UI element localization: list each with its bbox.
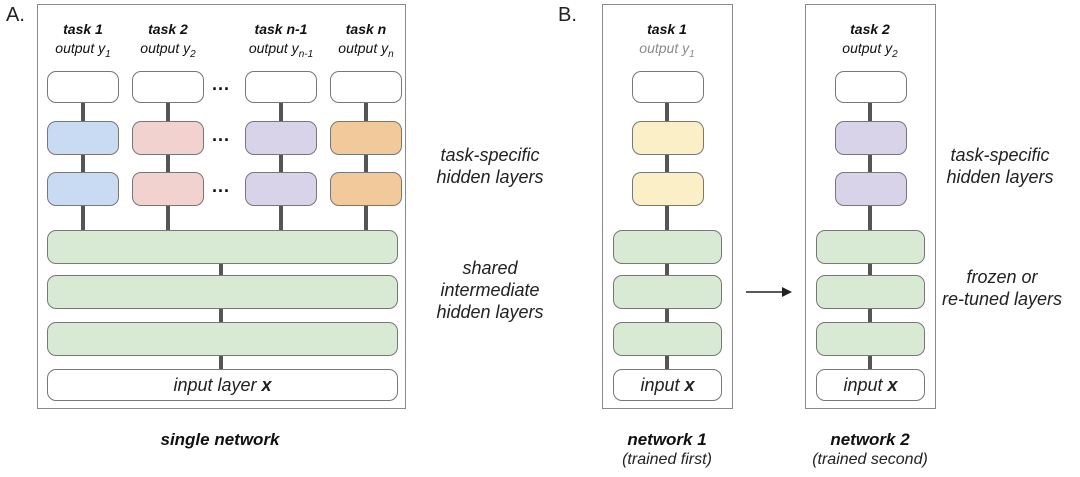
task-2-output: output y2 [140,40,196,60]
network-2-output: output y2 [842,40,898,60]
network-2-shared-layer [816,322,925,356]
task-1-hidden-layer [47,121,119,155]
task-1-hidden-layer [47,172,119,206]
shared-hidden-layer [47,322,398,356]
task-1-output-layer [47,71,119,103]
network-1-shared-layer [613,322,722,356]
network-1-frame: task 1 output y1 input x [602,4,733,409]
network-2-frame: task 2 output y2 input x [805,4,936,409]
network-2-caption: network 2 [830,430,910,449]
panel-b-letter: B. [558,4,577,26]
task-1-output: output y1 [55,40,111,60]
network-1-task-hidden-layer [632,121,704,155]
input-layer: input layer x [47,369,398,401]
task-n-hidden-layer [330,121,402,155]
network-2-task-hidden-layer [835,121,907,155]
ellipsis: ... [212,125,231,145]
network-2-shared-layer [816,275,925,309]
task-2-hidden-layer [132,172,204,206]
panel-a-frame: task 1 task 2 task n-1 task n output y1 … [37,4,406,409]
ellipsis: ... [212,74,231,94]
task-n-1-label: task n-1 [254,21,308,37]
task-n-1-hidden-layer [245,121,317,155]
connector-shared [219,257,223,375]
task-2-label: task 2 [148,21,188,37]
network-2-subcaption: (trained second) [812,451,928,468]
network-1-output: output y1 [639,40,695,60]
network-2-task-hidden-layer [835,172,907,206]
network-1-task-label: task 1 [647,21,687,37]
network-2-input-layer: input x [816,369,925,401]
network-2-shared-layer [816,230,925,264]
network-1-input-layer: input x [613,369,722,401]
network-2-task-label: task 2 [850,21,890,37]
network-1-output-layer [632,71,704,103]
transfer-arrow [746,287,792,297]
task-n-output: output yn [338,40,394,60]
network-2-output-layer [835,71,907,103]
network-1-caption: network 1 [627,430,707,449]
ellipsis: ... [212,176,231,196]
task-n-1-hidden-layer [245,172,317,206]
network-1-shared-layer [613,230,722,264]
network-1-shared-layer [613,275,722,309]
shared-hidden-layer [47,230,398,264]
network-1-subcaption: (trained first) [622,451,712,468]
task-n-1-output: output yn-1 [248,40,314,60]
connector-col1 [81,102,85,238]
task-2-output-layer [132,71,204,103]
shared-hidden-layer [47,275,398,309]
task-n-label: task n [345,21,387,37]
task-1-label: task 1 [63,21,103,37]
task-n-1-output-layer [245,71,317,103]
single-network-caption: single network [160,430,280,449]
connector-col3 [279,102,283,238]
task-2-hidden-layer [132,121,204,155]
connector-col2 [166,102,170,238]
task-n-hidden-layer [330,172,402,206]
task-n-output-layer [330,71,402,103]
panel-a-letter: A. [6,4,25,26]
connector-col4 [364,102,368,238]
network-1-task-hidden-layer [632,172,704,206]
